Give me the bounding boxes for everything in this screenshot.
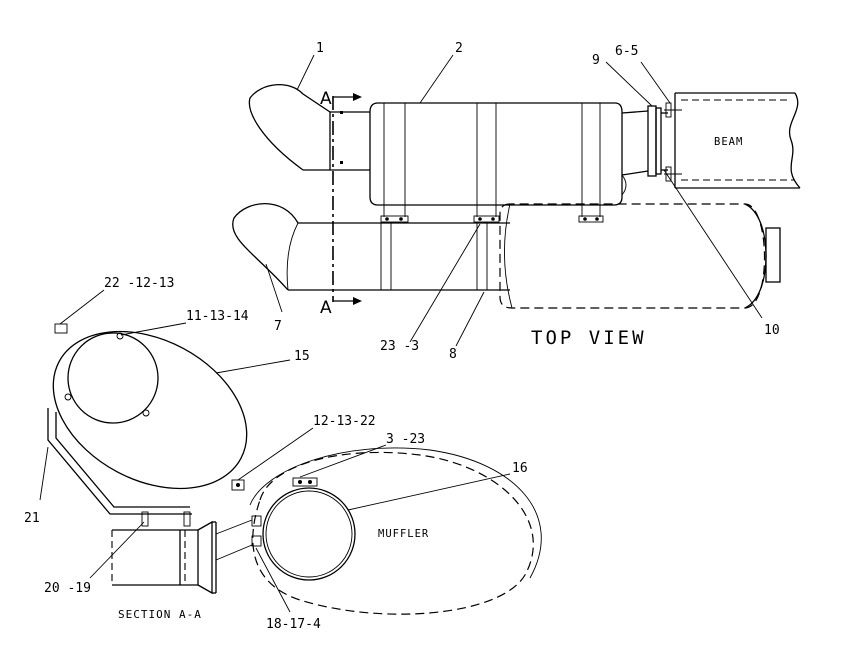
callout-10: 10	[764, 323, 780, 338]
upper-muffler-body	[369, 102, 623, 206]
callout-1: 1	[316, 41, 324, 56]
section-a-a-drawing	[47, 323, 542, 615]
callout-8: 8	[449, 347, 457, 362]
callout-18-17-4: 18-17-4	[266, 617, 321, 632]
callout-15: 15	[294, 349, 310, 364]
leader-lines	[39, 54, 763, 613]
top-view-drawing	[232, 83, 801, 309]
muffler-section-outline	[252, 451, 534, 615]
section-pipe-lower	[262, 487, 356, 581]
muffler-label: MUFFLER	[378, 528, 429, 540]
upper-elbow-inlet	[248, 83, 304, 171]
top-view-label: TOP VIEW	[531, 327, 647, 349]
callout-6-5: 6-5	[615, 44, 638, 59]
section-label: SECTION A-A	[118, 608, 202, 621]
callout-20-19: 20 -19	[44, 581, 91, 596]
callout-labels: 1 2 9 6-5 22 -12-13 11-13-14 15 7 23 -3 …	[24, 41, 780, 632]
section-mark-bottom: A	[320, 298, 332, 318]
callout-16: 16	[512, 461, 528, 476]
lower-muffler-hidden	[499, 203, 766, 309]
section-pipe-upper	[67, 332, 159, 424]
section-mark-top: A	[320, 89, 332, 109]
lower-elbow-inlet	[232, 202, 299, 291]
callout-21: 21	[24, 511, 40, 526]
callout-7: 7	[274, 319, 282, 334]
callout-22-12-13: 22 -12-13	[104, 276, 174, 291]
heat-shield	[52, 330, 248, 490]
mounting-bracket	[47, 408, 192, 515]
beam-label: BEAM	[714, 136, 743, 148]
callout-12-13-22: 12-13-22	[313, 414, 376, 429]
callout-3-23: 3 -23	[386, 432, 425, 447]
callout-2: 2	[455, 41, 463, 56]
callout-11-13-14: 11-13-14	[186, 309, 249, 324]
callout-23-3: 23 -3	[380, 339, 419, 354]
beam	[674, 92, 801, 189]
callout-9: 9	[592, 53, 600, 68]
